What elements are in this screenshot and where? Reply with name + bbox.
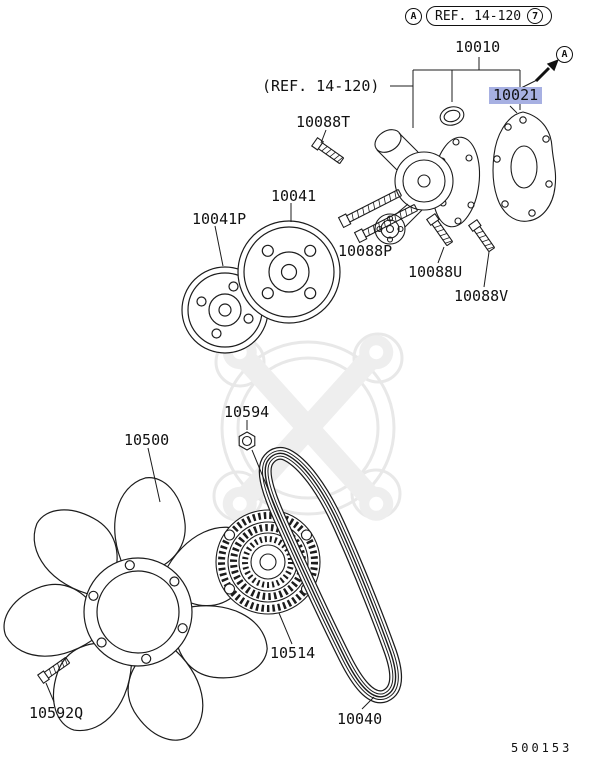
ref-link[interactable]: REF. 14-120 7 <box>426 6 553 26</box>
part-label-10500[interactable]: 10500 <box>124 431 170 449</box>
header-reference: A REF. 14-120 7 <box>405 6 553 26</box>
part-label-10088T[interactable]: 10088T <box>296 113 351 131</box>
view-a-marker-callout: A <box>556 46 573 63</box>
part-label-10514[interactable]: 10514 <box>270 644 316 662</box>
watermark <box>212 332 404 522</box>
part-label-10041[interactable]: 10041 <box>271 187 317 205</box>
bolt-10088T <box>311 137 346 166</box>
diagram-code: 500153 <box>511 741 573 755</box>
view-a-marker-header: A <box>405 7 422 25</box>
gasket-drawing <box>492 111 557 222</box>
water-pump-drawing <box>374 129 481 245</box>
part-label-10088P[interactable]: 10088P <box>338 242 393 260</box>
part-label-10041P[interactable]: 10041P <box>192 210 247 228</box>
part-label-10088U[interactable]: 10088U <box>408 263 463 281</box>
bolt-10088V <box>468 219 497 254</box>
part-label-10088V[interactable]: 10088V <box>454 287 509 305</box>
view-a-arrow <box>534 59 559 83</box>
ref-text: REF. 14-120 <box>435 8 522 24</box>
inline-ref-label: (REF. 14-120) <box>262 77 380 95</box>
o-ring-drawing <box>439 106 465 126</box>
fan-drawing <box>0 473 278 753</box>
nut-drawing <box>238 431 256 451</box>
sheet-number-badge: 7 <box>527 8 544 24</box>
leader-lines <box>45 57 538 710</box>
part-label-10010[interactable]: 10010 <box>455 38 501 56</box>
part-label-10592Q[interactable]: 10592Q <box>29 704 84 722</box>
pulley-drawing <box>237 220 341 324</box>
part-label-10040[interactable]: 10040 <box>337 710 383 728</box>
part-label-10594[interactable]: 10594 <box>224 403 270 421</box>
part-label-10021[interactable]: 10021 <box>489 87 543 104</box>
